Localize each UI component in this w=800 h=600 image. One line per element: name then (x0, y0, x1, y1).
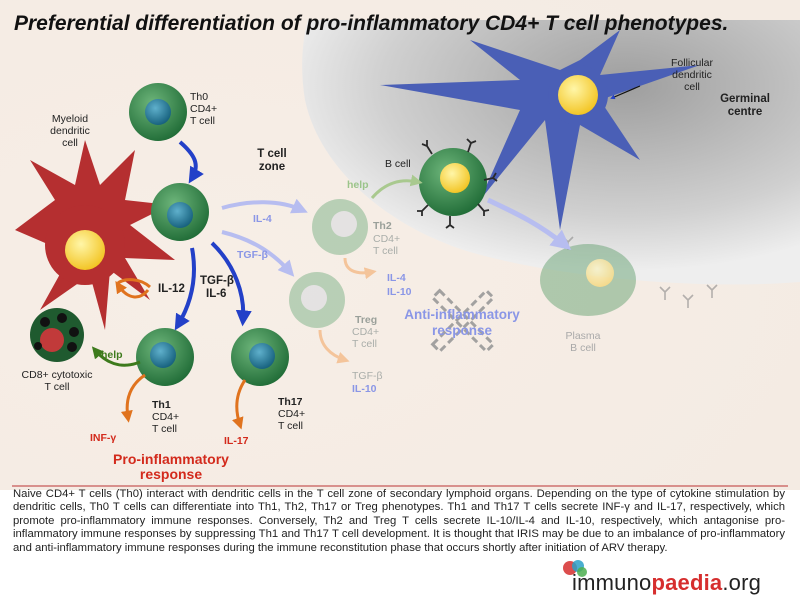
activated-t-cell (151, 183, 209, 241)
cd8-cytotoxic-t-cell (30, 308, 84, 362)
germinal-label-2: centre (728, 106, 763, 118)
th1-sub-1: CD4+ (152, 411, 179, 423)
th2-cyto-2: IL-10 (387, 286, 412, 298)
myeloid-nucleus (65, 230, 105, 270)
th0-label-3: T cell (190, 115, 215, 127)
tgf-il6-label-1: TGF-β (200, 275, 234, 287)
treg-cyto-1: TGF-β (352, 370, 383, 382)
il12-arrow-back (117, 278, 152, 289)
th17-sub-1: CD4+ (278, 408, 305, 420)
inf-gamma-arrow (120, 373, 146, 423)
logo-part-2: paedia (651, 570, 723, 595)
help-cd8-arrow (91, 346, 141, 367)
figure-title: Preferential differentiation of pro-infl… (14, 12, 729, 35)
inf-gamma-label: INF-γ (90, 432, 116, 444)
b-cell (419, 148, 487, 216)
th17-sub-2: T cell (278, 420, 303, 432)
cd8-label-1: CD8+ cytotoxic (22, 369, 93, 381)
help-cd8-label: help (101, 349, 123, 361)
follicular-label-1: Follicular (671, 57, 714, 69)
bcell-label: B cell (385, 158, 411, 170)
il12-label: IL-12 (158, 283, 185, 295)
tcell-zone-label-2: zone (259, 161, 285, 173)
help-bcell-arrow (370, 174, 423, 199)
th2-cytokine-arrow (343, 257, 377, 280)
to-th17-arrow (210, 241, 252, 327)
th2-name: Th2 (373, 220, 392, 232)
th1-sub-2: T cell (152, 423, 177, 435)
plasma-label-1: Plasma (565, 330, 600, 342)
immunopaedia-logo[interactable]: immunopaedia.org (572, 570, 761, 596)
to-treg-arrow (221, 230, 295, 277)
follicular-label-3: cell (684, 81, 700, 93)
treg-sub-2: T cell (352, 338, 377, 350)
il17-arrow (232, 379, 247, 430)
pro-response-label-1: Pro-inflammatory (113, 451, 229, 467)
logo-part-1: immuno (572, 570, 652, 595)
il17-label: IL-17 (224, 435, 249, 447)
suppression-cross-icon (430, 288, 496, 354)
plasma-label-2: B cell (570, 342, 596, 354)
anti-response-label-1: Anti-inflammatory (404, 307, 520, 322)
il4-arrow-label: IL-4 (253, 213, 272, 225)
treg-cyto-2: IL-10 (352, 383, 377, 395)
fdc-nucleus (558, 75, 598, 115)
cd8-label-2: T cell (45, 381, 70, 393)
th0-cell (129, 83, 187, 141)
th17-name: Th17 (278, 396, 303, 408)
th2-cyto-1: IL-4 (387, 272, 406, 284)
pro-response-label-2: response (140, 466, 202, 482)
treg-cytokine-arrow (318, 329, 350, 364)
bcell-to-plasma-arrow (486, 197, 572, 250)
tgf-arrow-label: TGF-β (237, 249, 268, 261)
il12-arrow (115, 281, 150, 299)
logo-part-3: .org (722, 570, 762, 595)
th2-sub-2: T cell (373, 245, 398, 257)
myeloid-dendritic-cell (15, 140, 175, 330)
th17-cell (231, 328, 289, 386)
tgf-il6-label-2: IL-6 (206, 288, 226, 300)
th1-name: Th1 (152, 399, 171, 411)
anti-response-label-2: response (432, 323, 493, 338)
th2-sub-1: CD4+ (373, 233, 400, 245)
th1-cell (136, 328, 194, 386)
germinal-label-1: Germinal (720, 93, 770, 105)
myeloid-label-2: dendritic (50, 125, 90, 137)
th2-cell (312, 199, 368, 255)
th0-to-activated-arrow (178, 140, 204, 184)
myeloid-label-3: cell (62, 137, 78, 149)
tcell-zone-label-1: T cell (257, 148, 286, 160)
b-cell-nucleus (440, 163, 470, 193)
treg-cell (289, 272, 345, 328)
figure-caption: Naive CD4+ T cells (Th0) interact with d… (13, 488, 785, 554)
cell-diagram: Th0 CD4+ T cell Myeloid dendritic cell T… (0, 0, 800, 490)
plasma-b-cell (540, 244, 636, 316)
to-th1-arrow (174, 247, 196, 331)
treg-sub-1: CD4+ (352, 326, 379, 338)
logo-mark-icon (563, 560, 587, 577)
myeloid-label-1: Myeloid (52, 113, 88, 125)
follicular-dendritic-cell (380, 30, 700, 230)
th0-label-2: CD4+ (190, 103, 217, 115)
help-bcell-label: help (347, 179, 369, 191)
b-cell-receptors (417, 138, 498, 229)
treg-name: Treg (355, 314, 377, 326)
follicular-label-2: dendritic (672, 69, 712, 81)
to-th2-arrow (221, 198, 308, 214)
th0-label-1: Th0 (190, 91, 208, 103)
fdc-pointer (610, 85, 641, 100)
